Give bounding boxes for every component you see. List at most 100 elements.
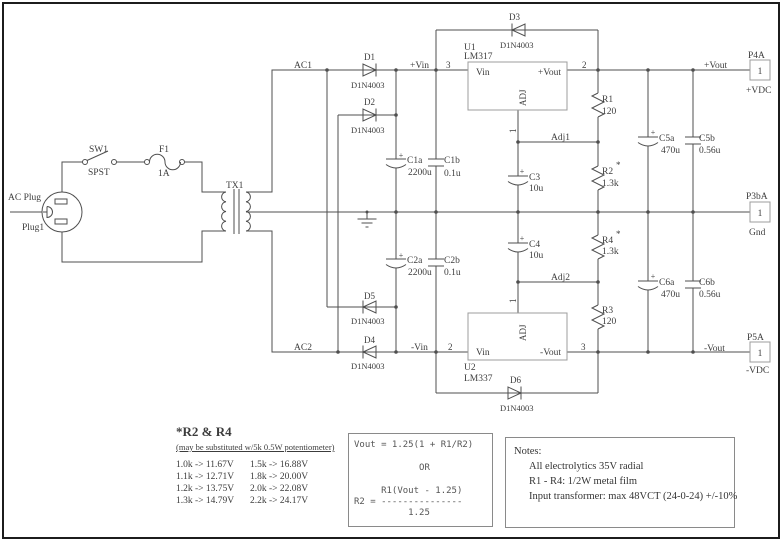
connector-p4a-box [749, 59, 771, 81]
c6b-ref-label: C6b [699, 278, 715, 288]
capacitor-c1b-symbol [428, 158, 444, 167]
switch-ref-label: SW1 [89, 145, 108, 155]
ac-plug-symbol [41, 191, 83, 233]
c4-polarity: + [520, 234, 525, 243]
diode-d1-symbol [362, 63, 378, 77]
diode-d1-part: D1N4003 [351, 80, 385, 90]
notes-item: R1 - R4: 1/2W metal film [529, 476, 638, 487]
fuse-ref-label: F1 [159, 145, 169, 155]
capacitor-c5b-symbol [685, 136, 701, 145]
diode-d2-ref: D2 [364, 97, 375, 107]
u2-pin-out-number: 3 [581, 342, 586, 352]
diode-d1-ref: D1 [364, 52, 375, 62]
c6a-polarity: + [651, 272, 656, 281]
capacitor-c5a-symbol [637, 136, 659, 147]
diode-d6-part: D1N4003 [500, 403, 534, 413]
r2-star-label: * [616, 160, 621, 170]
table-cell: 1.0k -> 11.67V [176, 460, 234, 470]
u1-pin-vout-name: +Vout [538, 68, 561, 78]
r1-value-label: 120 [602, 107, 617, 117]
formula-line: OR [354, 462, 430, 473]
table-cell: 1.5k -> 16.88V [250, 460, 309, 470]
c2a-value-label: 2200u [408, 268, 432, 278]
junction-dots [325, 68, 695, 354]
p3ba-pin-label: 1 [758, 209, 763, 219]
net-ac2-label: AC2 [294, 343, 312, 353]
u1-pin-adj-name: ADJ [518, 89, 528, 106]
c6a-value-label: 470u [661, 290, 680, 300]
c1b-value-label: 0.1u [444, 169, 461, 179]
capacitor-c3-symbol [507, 175, 529, 186]
net-vout-neg-label: -Vout [704, 344, 725, 354]
c5b-value-label: 0.56u [699, 146, 721, 156]
wires [10, 29, 750, 394]
c6a-ref-label: C6a [659, 278, 675, 288]
diode-d3-ref: D3 [509, 12, 520, 22]
c6b-value-label: 0.56u [699, 290, 721, 300]
table-row: 1.2k -> 13.75V 2.0k -> 22.08V [176, 483, 356, 495]
p4a-ref-label: P4A [748, 51, 765, 61]
net-vout-pos-label: +Vout [704, 61, 727, 71]
switch-symbol [82, 150, 117, 165]
u2-pin-vin-name: Vin [476, 348, 490, 358]
formula-line: 1.25 [354, 508, 430, 519]
r4-star-label: * [616, 229, 621, 239]
diode-d4-symbol [361, 345, 377, 359]
net-adj2-label: Adj2 [551, 273, 570, 283]
plug-ref-label: Plug1 [22, 223, 44, 233]
notes-item: Input transformer: max 48VCT (24-0-24) +… [529, 491, 738, 502]
p5a-net-label: -VDC [746, 366, 769, 376]
table-cell: 1.1k -> 12.71V [176, 472, 235, 482]
capacitor-c6a-symbol [637, 280, 659, 291]
u2-pin-adj-number: 1 [508, 299, 518, 304]
table-cell: 1.8k -> 20.00V [250, 472, 309, 482]
c1a-value-label: 2200u [408, 168, 432, 178]
capacitor-c6b-symbol [685, 280, 701, 289]
u2-pin-in-number: 2 [448, 342, 453, 352]
r2-value-label: 1.3k [602, 179, 619, 189]
formula-line: R1(Vout - 1.25) [354, 485, 463, 496]
connector-p5a-box [749, 341, 771, 363]
u2-part-label: LM337 [464, 374, 493, 384]
fuse-symbol [144, 153, 185, 171]
resistor-r2-symbol [590, 165, 606, 191]
u1-pin-vin-name: Vin [476, 68, 490, 78]
regulator-u2-body [467, 312, 568, 361]
r3-ref-label: R3 [602, 306, 613, 316]
net-adj1-label: Adj1 [551, 133, 570, 143]
r2r4-subtitle: (may be substituted w/5k 0.5W potentiome… [176, 442, 335, 452]
diode-d4-part: D1N4003 [351, 361, 385, 371]
r4-ref-label: R4 [602, 236, 613, 246]
c2a-ref-label: C2a [407, 256, 423, 266]
diode-d3-symbol [510, 23, 526, 37]
u1-pin-out-number: 2 [582, 60, 587, 70]
c2a-polarity: + [399, 251, 404, 260]
formula-line: R2 = --------------- [354, 497, 463, 507]
regulator-u1-body [467, 61, 568, 111]
ground-icon [357, 212, 377, 228]
r4-value-label: 1.3k [602, 247, 619, 257]
c2b-value-label: 0.1u [444, 268, 461, 278]
r2r4-table: 1.0k -> 11.67V 1.5k -> 16.88V 1.1k -> 12… [176, 459, 356, 507]
capacitor-c2a-symbol [385, 258, 407, 269]
vout-formula-box: Vout = 1.25(1 + R1/R2) OR R1(Vout - 1.25… [348, 433, 493, 527]
net-ac1-label: AC1 [294, 61, 312, 71]
table-row: 1.1k -> 12.71V 1.8k -> 20.00V [176, 471, 356, 483]
u1-pin-in-number: 3 [446, 60, 451, 70]
formula-line [354, 474, 487, 485]
c5a-value-label: 470u [661, 146, 680, 156]
fuse-value-label: 1A [158, 169, 170, 179]
table-row: 1.0k -> 11.67V 1.5k -> 16.88V [176, 459, 356, 471]
c3-ref-label: C3 [529, 173, 540, 183]
capacitor-c1a-symbol [385, 158, 407, 169]
resistor-r4-symbol [590, 234, 606, 260]
c3-polarity: + [520, 167, 525, 176]
p5a-pin-label: 1 [758, 349, 763, 359]
table-row: 1.3k -> 14.79V 2.2k -> 24.17V [176, 495, 356, 507]
diode-d5-ref: D5 [364, 291, 375, 301]
u1-pin-adj-number: 1 [508, 129, 518, 134]
capacitor-c4-symbol [507, 242, 529, 253]
c1a-polarity: + [399, 151, 404, 160]
